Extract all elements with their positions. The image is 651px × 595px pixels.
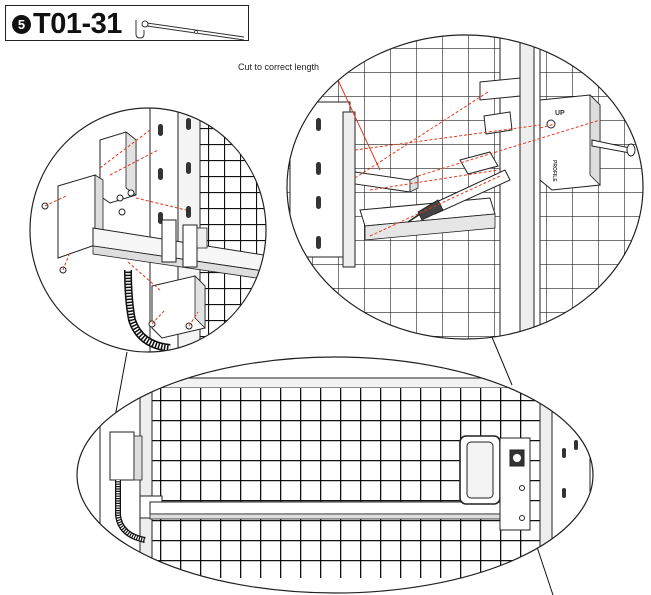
- rod-part-icon: [135, 20, 245, 41]
- step-header: 5 T01-31: [5, 5, 249, 41]
- leader-line-bottom: [527, 519, 554, 595]
- leader-line-right: [488, 329, 513, 386]
- leader-line-left: [107, 351, 128, 456]
- right-detail-view: [287, 35, 643, 339]
- lock-brand-label: PROFILE: [551, 160, 557, 182]
- overview-frame: [76, 356, 594, 594]
- left-detail-frame: [29, 107, 267, 353]
- step-number-badge: 5: [12, 15, 31, 34]
- part-code: T01-31: [33, 8, 122, 40]
- lock-up-label: UP: [555, 110, 565, 117]
- right-detail-frame: [286, 34, 644, 340]
- overview-view: [77, 357, 593, 593]
- left-detail-view: [30, 108, 266, 352]
- cut-callout-label: Cut to correct length: [238, 62, 320, 72]
